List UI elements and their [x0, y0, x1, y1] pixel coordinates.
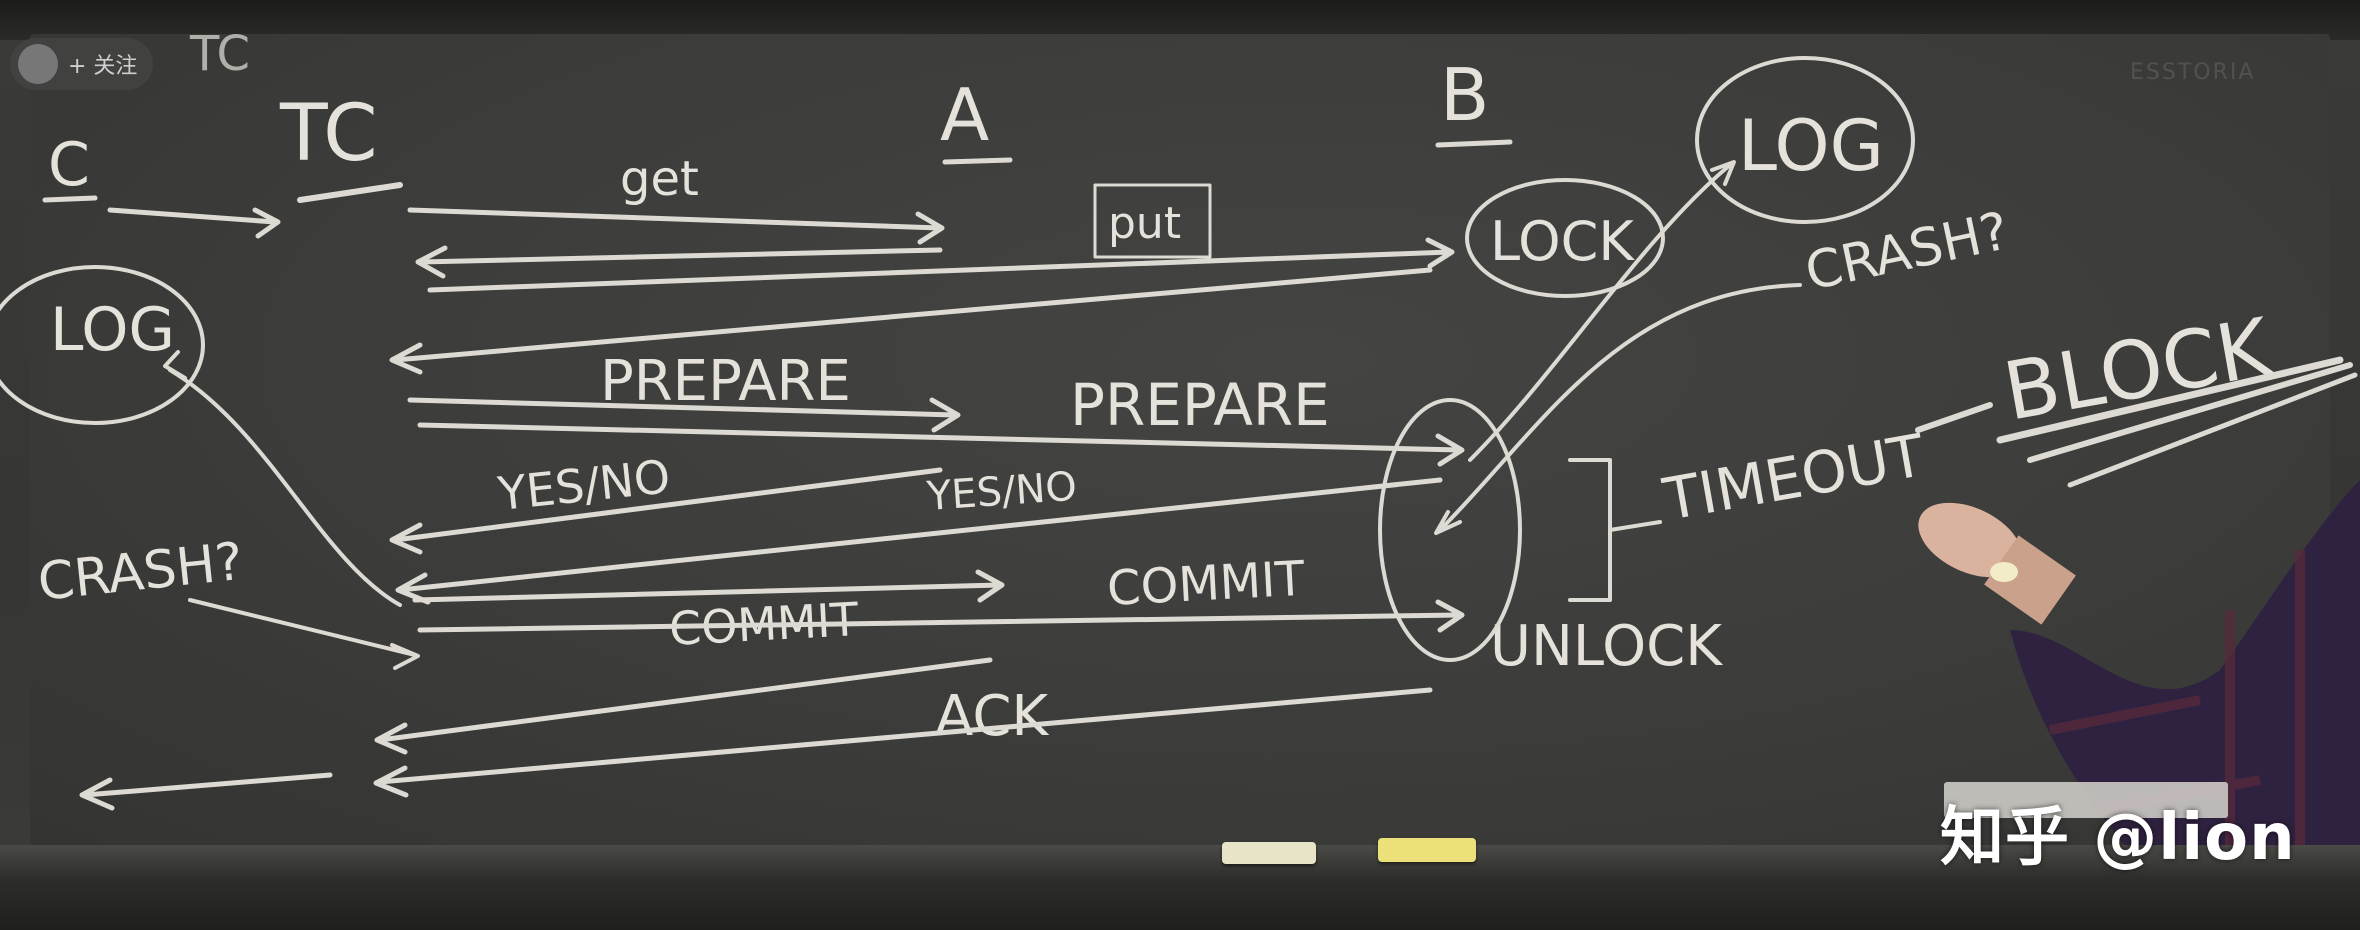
label-commit-2: COMMIT: [1106, 551, 1307, 617]
arrow-crash-left: [188, 598, 420, 670]
label-crash-left: CRASH?: [35, 532, 246, 613]
label-c: C: [48, 130, 90, 200]
underline-tc: [297, 182, 403, 203]
eraser-on-ledge: [1944, 782, 2228, 818]
arrow-ack-a: [374, 657, 993, 755]
curve-b-to-log: [1468, 160, 1736, 462]
arrow-c-to-tc: [107, 207, 281, 239]
curve-to-log-left: [163, 350, 402, 607]
box-put: [1093, 183, 1212, 259]
label-a: A: [940, 73, 989, 157]
arrow-commit-b: [417, 599, 1465, 633]
underline-b: [1435, 139, 1513, 148]
label-tc: TC: [279, 89, 378, 179]
zhihu-watermark: 知乎 @lion: [1940, 801, 2296, 875]
lecturer-hand: [1918, 502, 2022, 578]
label-ack: ACK: [935, 684, 1049, 749]
blackboard-top-frame: [0, 0, 2360, 40]
corner-watermark: ESSTORIA: [2130, 60, 2256, 85]
label-get: get: [620, 151, 699, 207]
circle-lock: [1465, 178, 1665, 298]
arrow-put-reply: [389, 267, 1433, 375]
lecturer-wrist: [1984, 535, 2076, 625]
avatar: [18, 44, 58, 84]
label-tc-top: TC: [189, 26, 250, 82]
underline-block-1: [1996, 356, 2344, 444]
arrow-prepare-b: [417, 422, 1465, 467]
label-unlock: UNLOCK: [1490, 614, 1723, 679]
underline-block-3: [2067, 372, 2358, 488]
arrow-yesno-a: [389, 467, 943, 555]
dash-to-block: [1915, 402, 1993, 433]
chalk-tray: [0, 845, 2360, 930]
arrow-ack-b: [373, 687, 1433, 798]
timeout-brace: [1568, 458, 1662, 602]
label-b: B: [1440, 53, 1489, 137]
arrow-put: [427, 237, 1455, 293]
arrow-get: [407, 207, 945, 245]
circle-participant-b: [1378, 398, 1522, 662]
underline-a: [942, 157, 1013, 165]
label-log-right: LOG: [1738, 105, 1884, 187]
curve-crash-right: [1434, 283, 1802, 535]
label-timeout: TIMEOUT: [1658, 421, 1930, 534]
arrow-tc-to-c: [79, 772, 333, 811]
chalk-piece-yellow: [1378, 838, 1476, 862]
arrow-commit-a: [412, 569, 1005, 603]
circle-log-left: [0, 265, 205, 425]
label-lock: LOCK: [1490, 210, 1635, 273]
chalk-piece-white: [1222, 842, 1316, 864]
label-yesno-2: YES/NO: [924, 464, 1078, 520]
follow-badge[interactable]: + 关注: [10, 38, 154, 90]
follow-label: + 关注: [68, 54, 138, 79]
underline-block-2: [2027, 362, 2353, 463]
label-prepare-1: PREPARE: [600, 349, 851, 414]
arrow-get-reply: [415, 245, 943, 279]
label-prepare-2: PREPARE: [1070, 371, 1330, 439]
label-crash-right: CRASH?: [1800, 201, 2014, 302]
underline-c: [42, 195, 98, 203]
label-log-left: LOG: [50, 295, 175, 365]
label-put: put: [1108, 198, 1181, 249]
held-chalk: [1990, 562, 2018, 582]
circle-log-right: [1695, 56, 1915, 224]
arrow-prepare-a: [407, 397, 961, 433]
